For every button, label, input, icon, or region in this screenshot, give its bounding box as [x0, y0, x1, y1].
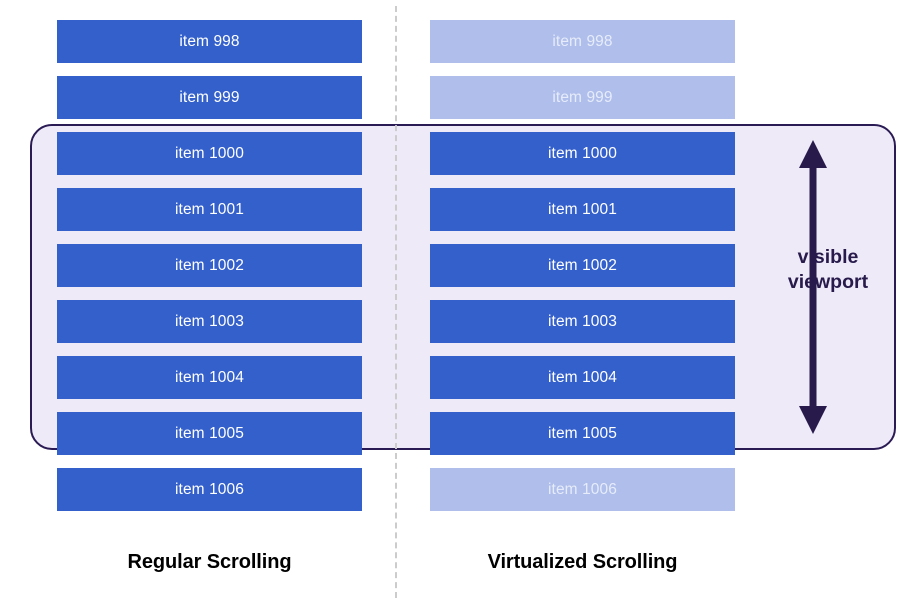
- list-item[interactable]: item 1006: [57, 468, 362, 511]
- list-item[interactable]: item 999: [57, 76, 362, 119]
- list-item[interactable]: item 1002: [430, 244, 735, 287]
- list-item[interactable]: item 1005: [430, 412, 735, 455]
- double-headed-vertical-arrow-icon: [799, 140, 827, 434]
- list-item[interactable]: item 1003: [57, 300, 362, 343]
- list-item[interactable]: item 1005: [57, 412, 362, 455]
- list-item[interactable]: item 999: [430, 76, 735, 119]
- viewport-label-line2: viewport: [787, 271, 869, 293]
- list-item[interactable]: item 1004: [57, 356, 362, 399]
- caption-regular-scrolling: Regular Scrolling: [127, 551, 292, 573]
- vertical-dashed-divider: [395, 6, 397, 598]
- list-item[interactable]: item 998: [430, 20, 735, 63]
- caption-virtualized-scrolling: Virtualized Scrolling: [487, 551, 678, 573]
- list-item[interactable]: item 1004: [430, 356, 735, 399]
- viewport-label: visible viewport: [760, 245, 896, 295]
- list-item[interactable]: item 1003: [430, 300, 735, 343]
- list-item[interactable]: item 1006: [430, 468, 735, 511]
- viewport-label-line1: visible: [797, 246, 859, 268]
- list-item[interactable]: item 1001: [430, 188, 735, 231]
- list-item[interactable]: item 1001: [57, 188, 362, 231]
- list-item[interactable]: item 1000: [430, 132, 735, 175]
- viewport-annotation: visible viewport: [760, 124, 896, 450]
- list-item[interactable]: item 998: [57, 20, 362, 63]
- list-item[interactable]: item 1000: [57, 132, 362, 175]
- list-item[interactable]: item 1002: [57, 244, 362, 287]
